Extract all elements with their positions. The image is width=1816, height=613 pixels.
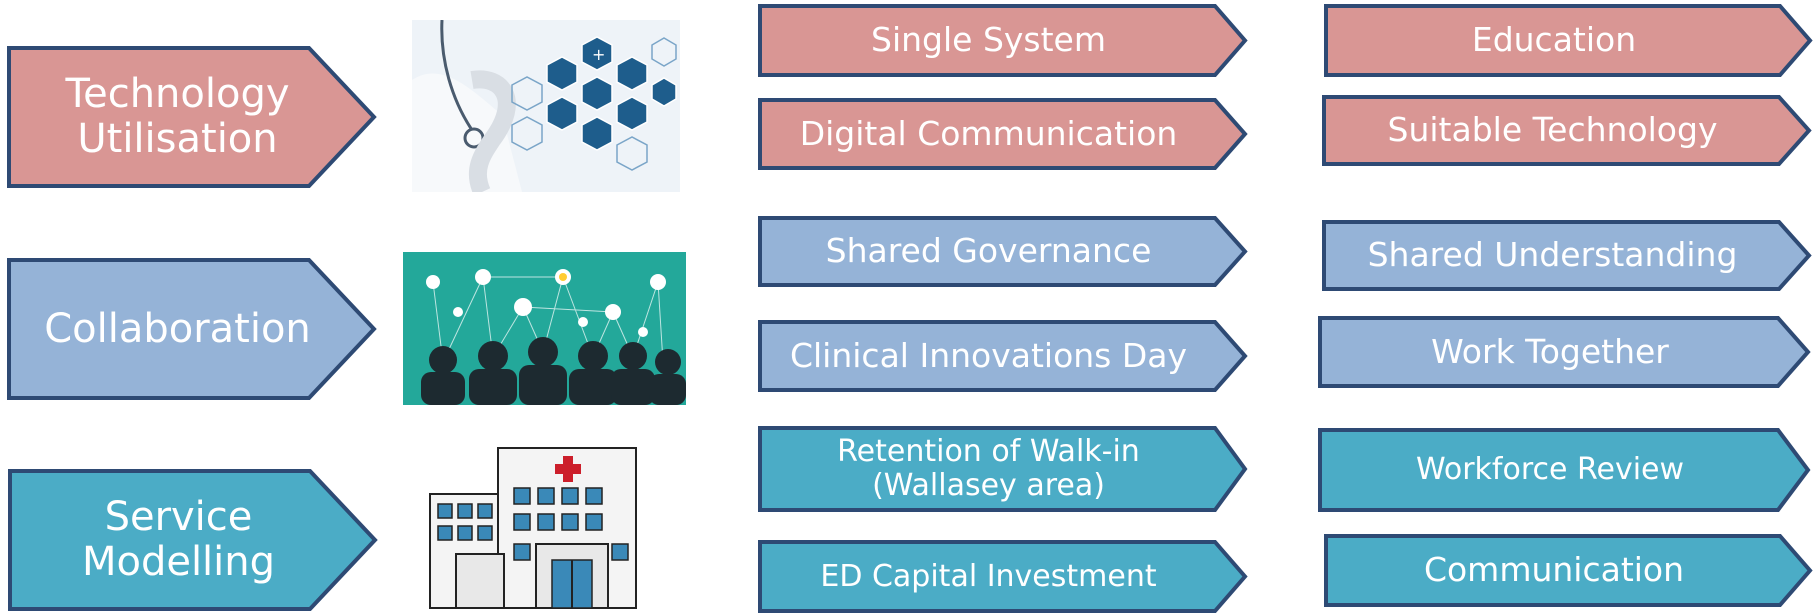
item-label: ED Capital Investment: [820, 558, 1157, 594]
category-technology-utilisation: Technology Utilisation: [7, 46, 377, 188]
item-retention-of-walk-in: Retention of Walk-in (Wallasey area): [758, 426, 1248, 512]
item-label: Digital Communication: [799, 113, 1178, 153]
item-label: Shared Governance: [825, 231, 1152, 271]
item-communication: Communication: [1324, 534, 1813, 607]
category-label: Technology Utilisation: [65, 71, 290, 162]
item-label: Work Together: [1431, 331, 1669, 371]
item-single-system: Single System: [758, 4, 1248, 77]
item-clinical-innovations-day: Clinical Innovations Day: [758, 320, 1248, 392]
category-label: Collaboration: [44, 305, 311, 352]
digital-health-icon: +: [412, 20, 680, 192]
category-collaboration: Collaboration: [7, 258, 377, 400]
item-label: Single System: [871, 20, 1106, 60]
item-education: Education: [1324, 4, 1813, 77]
item-ed-capital-investment: ED Capital Investment: [758, 540, 1248, 613]
hospital-building-icon: [429, 447, 637, 609]
item-label: Suitable Technology: [1387, 110, 1718, 150]
item-label: Education: [1471, 20, 1637, 60]
item-label: Shared Understanding: [1367, 235, 1738, 275]
item-suitable-technology: Suitable Technology: [1322, 95, 1812, 166]
item-label: Workforce Review: [1415, 452, 1685, 488]
item-shared-understanding: Shared Understanding: [1322, 220, 1812, 291]
item-label: Clinical Innovations Day: [789, 335, 1188, 375]
category-service-modelling: Service Modelling: [8, 469, 378, 611]
item-work-together: Work Together: [1318, 316, 1811, 388]
category-label: Service Modelling: [81, 494, 276, 585]
item-label: Communication: [1423, 550, 1685, 590]
team-network-icon: [403, 252, 686, 405]
item-label: Retention of Walk-in (Wallasey area): [837, 434, 1140, 503]
item-digital-communication: Digital Communication: [758, 98, 1248, 170]
svg-text:+: +: [592, 45, 605, 64]
item-shared-governance: Shared Governance: [758, 216, 1248, 287]
item-workforce-review: Workforce Review: [1318, 428, 1811, 512]
